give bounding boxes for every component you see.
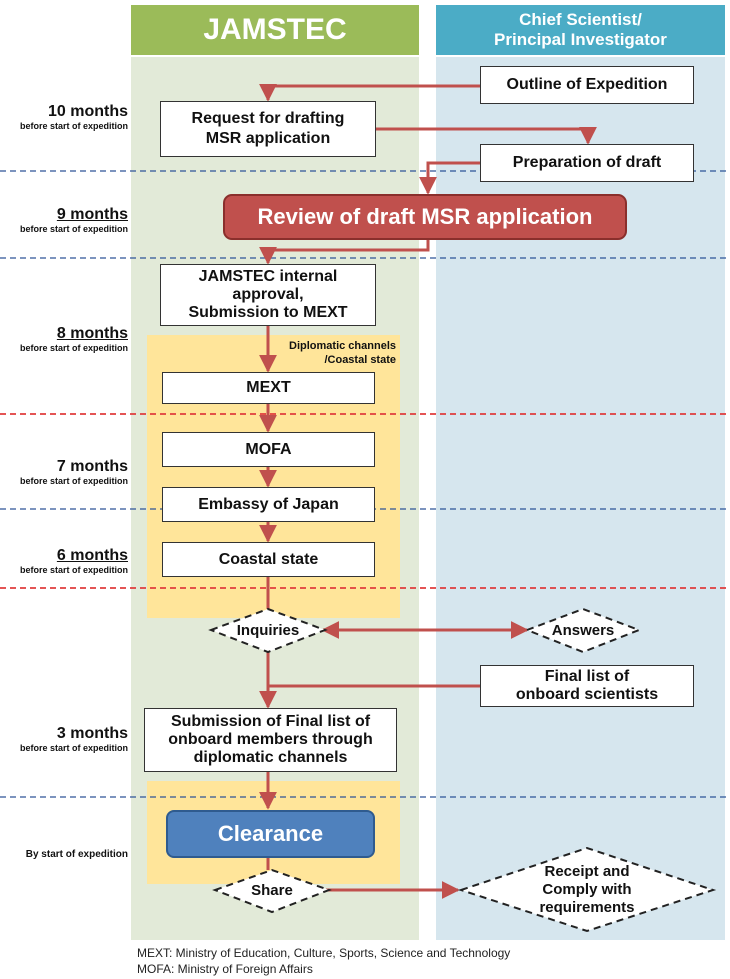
- receipt-text: Receipt and Comply with requirements: [461, 848, 713, 931]
- timeline-7-months: 7 months before start of expedition: [0, 458, 128, 486]
- timeline-6-months: 6 months before start of expedition: [0, 547, 128, 575]
- preparation-of-draft-box: Preparation of draft: [480, 144, 694, 182]
- timeline-sub: before start of expedition: [19, 743, 128, 753]
- timeline-8-months: 8 months before start of expedition: [0, 325, 128, 353]
- receipt-line2: Comply with: [542, 880, 632, 898]
- mext-box: MEXT: [162, 372, 375, 404]
- internal-line2: approval,: [232, 286, 304, 303]
- submission-line1: Submission of Final list of: [170, 713, 371, 730]
- scientist-header-line1: Chief Scientist/: [519, 10, 642, 29]
- final-list-line2: onboard scientists: [515, 686, 659, 703]
- jamstec-header: JAMSTEC: [131, 5, 419, 55]
- request-drafting-box: Request for drafting MSR application: [160, 101, 376, 157]
- footnote-mofa: MOFA: Ministry of Foreign Affairs: [137, 962, 313, 976]
- jamstec-header-label: JAMSTEC: [203, 13, 347, 46]
- timeline-sub: By start of expedition: [25, 849, 128, 860]
- mext-label: MEXT: [246, 379, 291, 396]
- internal-approval-box: JAMSTEC internal approval, Submission to…: [160, 264, 376, 326]
- timeline-sub: before start of expedition: [19, 476, 128, 486]
- share-text: Share: [215, 870, 329, 912]
- inquiries-label: Inquiries: [236, 621, 300, 639]
- mofa-label: MOFA: [245, 440, 292, 458]
- channels-line1: Diplomatic channels: [289, 340, 396, 352]
- request-line2: MSR application: [205, 130, 331, 147]
- share-label: Share: [251, 882, 293, 899]
- preparation-label: Preparation of draft: [512, 154, 662, 171]
- embassy-box: Embassy of Japan: [162, 487, 375, 522]
- timeline-main: 7 months: [56, 458, 128, 475]
- diplomatic-channels-label: Diplomatic channels /Coastal state: [276, 339, 396, 367]
- submission-final-list-box: Submission of Final list of onboard memb…: [144, 708, 397, 772]
- review-label: Review of draft MSR application: [257, 204, 593, 229]
- footnote-mext: MEXT: Ministry of Education, Culture, Sp…: [137, 946, 511, 960]
- timeline-main: 10 months: [47, 103, 128, 120]
- timeline-main: 9 months: [56, 206, 128, 223]
- internal-line3: Submission to MEXT: [188, 304, 348, 321]
- scientist-header-line2: Principal Investigator: [494, 30, 667, 49]
- timeline-sub: before start of expedition: [19, 121, 128, 131]
- coastal-state-box: Coastal state: [162, 542, 375, 577]
- share-diamond: [212, 868, 332, 914]
- coastal-label: Coastal state: [218, 550, 319, 568]
- final-list-box: Final list of onboard scientists: [480, 665, 694, 707]
- outline-label: Outline of Expedition: [506, 76, 668, 93]
- channels-line2: /Coastal state: [324, 354, 396, 366]
- arrow-outline-to-request: [259, 83, 480, 102]
- timeline-sub: before start of expedition: [19, 343, 128, 353]
- receipt-line3: requirements: [539, 898, 635, 916]
- internal-line1: JAMSTEC internal: [198, 268, 338, 285]
- receipt-diamond: [457, 846, 717, 933]
- inquiries-diamond: [208, 607, 328, 654]
- final-list-line1: Final list of: [544, 668, 630, 685]
- answers-text: Answers: [527, 609, 639, 652]
- submission-line2: onboard members through: [168, 731, 373, 748]
- embassy-label: Embassy of Japan: [198, 495, 339, 513]
- clearance-box: Clearance: [166, 810, 375, 858]
- timeline-sub: before start of expedition: [19, 224, 128, 234]
- review-msr-box: Review of draft MSR application: [223, 194, 627, 240]
- timeline-by-start: By start of expedition: [0, 849, 128, 860]
- timeline-sub: before start of expedition: [19, 565, 128, 575]
- clearance-label: Clearance: [217, 821, 324, 846]
- timeline-9-months: 9 months before start of expedition: [0, 206, 128, 234]
- request-line1: Request for drafting: [191, 110, 345, 127]
- mofa-box: MOFA: [162, 432, 375, 467]
- submission-line3: diplomatic channels: [193, 749, 348, 766]
- arrow-review-to-internal: [259, 240, 430, 265]
- timeline-main: 6 months: [56, 547, 128, 564]
- arrow-preparation-to-review: [419, 161, 480, 195]
- answers-label: Answers: [551, 621, 615, 639]
- timeline-10-months: 10 months before start of expedition: [0, 103, 128, 131]
- timeline-3-months: 3 months before start of expedition: [0, 725, 128, 753]
- receipt-line1: Receipt and: [544, 862, 630, 880]
- timeline-main: 8 months: [56, 325, 128, 342]
- inquiries-text: Inquiries: [211, 609, 325, 652]
- answers-diamond: [524, 607, 642, 654]
- scientist-header: Chief Scientist/ Principal Investigator: [436, 5, 725, 55]
- arrow-request-to-preparation: [376, 126, 597, 145]
- timeline-main: 3 months: [56, 725, 128, 742]
- outline-of-expedition-box: Outline of Expedition: [480, 66, 694, 104]
